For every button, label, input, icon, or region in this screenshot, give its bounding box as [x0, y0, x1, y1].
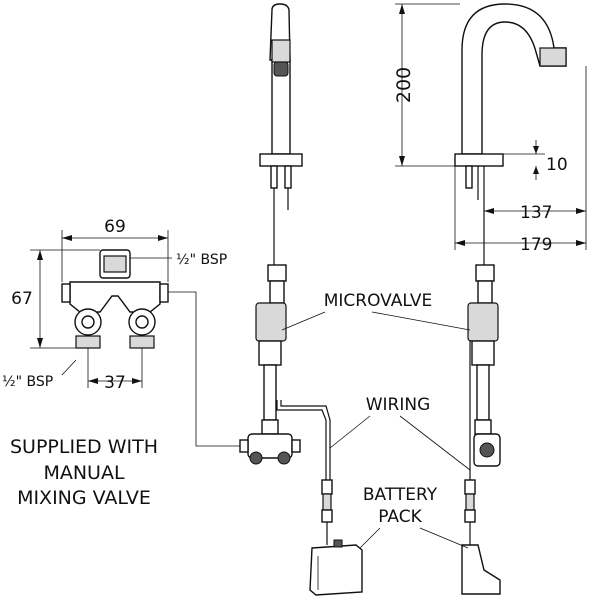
dim-137-label: 137 [520, 203, 552, 223]
dim-37-label: 37 [104, 373, 126, 393]
supplied-label-line2: MANUAL [43, 462, 125, 484]
mixing-valve-detail [61, 249, 169, 349]
spout-head [539, 47, 567, 67]
dim-200-label: 200 [393, 67, 415, 103]
dim-69-label: 69 [104, 217, 126, 237]
battery-label-line2: PACK [378, 507, 422, 527]
supplied-label-line3: MIXING VALVE [17, 487, 151, 509]
side-view-tap [454, 3, 567, 595]
microvalve-side [467, 302, 499, 342]
supplied-label-line1: SUPPLIED WITH [10, 436, 158, 458]
microvalve-front [255, 302, 287, 342]
battery-label-line1: BATTERY [363, 485, 438, 505]
dim-10-label: 10 [546, 155, 568, 175]
dimension-lines [395, 3, 587, 250]
bsp-bottom-label: ½" BSP [2, 374, 53, 390]
wiring-label: WIRING [366, 395, 431, 415]
dim-67-label: 67 [11, 289, 33, 309]
wiring-front [276, 400, 327, 480]
bsp-top-label: ½" BSP [176, 252, 227, 268]
battery-pack [309, 539, 363, 596]
supplied-leader [168, 291, 240, 447]
front-view-tap [239, 3, 303, 465]
battery-side [461, 544, 501, 595]
microvalve-label: MICROVALVE [324, 291, 433, 311]
dim-179-label: 179 [520, 235, 552, 255]
